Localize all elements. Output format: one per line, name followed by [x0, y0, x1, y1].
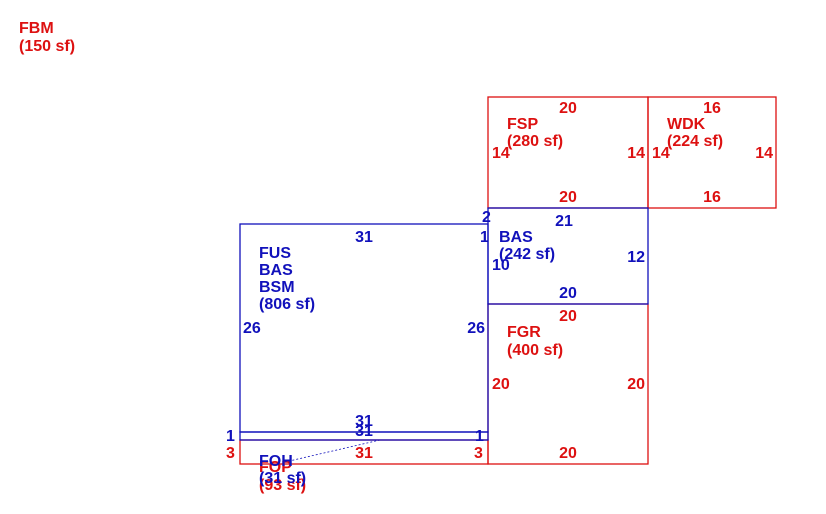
- fgr-right-dimension: 20: [627, 376, 645, 393]
- bas-area: BAS (242 sf) 21 20 10 12 2 1: [480, 207, 649, 305]
- bas-corner-top-dimension: 2: [482, 209, 491, 226]
- fsp-top-dimension: 20: [559, 100, 577, 117]
- fgr-top-dimension: 20: [559, 308, 577, 325]
- fgr-code-label: FGR: [507, 324, 541, 341]
- bas-area-label: (242 sf): [499, 246, 555, 263]
- fsp-right-dimension: 14: [627, 145, 645, 162]
- bas-left-dimension: 10: [492, 257, 510, 274]
- fop-code-label: FOP: [259, 459, 292, 476]
- fop-top-dimension: 31: [355, 445, 373, 462]
- fop-area: 31 3 3 FOP (93 sf): [226, 439, 489, 494]
- main-code-bsm: BSM: [259, 279, 295, 296]
- fbm-code-label: FBM: [19, 20, 54, 37]
- wdk-top-dimension: 16: [703, 100, 721, 117]
- bas-top-dimension: 21: [555, 213, 573, 230]
- main-area: FUS BAS BSM (806 sf) 31 31 26 26: [239, 223, 489, 433]
- fsp-left-dimension: 14: [492, 145, 510, 162]
- fgr-area-label: (400 sf): [507, 342, 563, 359]
- fop-left-dimension: 3: [226, 445, 235, 462]
- main-right-dimension: 26: [467, 320, 485, 337]
- main-code-bas: BAS: [259, 262, 293, 279]
- foh-leader-line: [284, 439, 381, 463]
- fgr-bottom-dimension: 20: [559, 445, 577, 462]
- bas-outline: [487, 207, 649, 305]
- foh-outline: [239, 431, 489, 441]
- fbm-area-label: (150 sf): [19, 38, 75, 55]
- bas-right-dimension: 12: [627, 249, 645, 266]
- fgr-area: FGR (400 sf) 20 20 20 20: [487, 303, 649, 465]
- fsp-code-label: FSP: [507, 116, 538, 133]
- wdk-right-dimension: 14: [755, 145, 773, 162]
- main-code-fus: FUS: [259, 245, 291, 262]
- wdk-area-label: (224 sf): [667, 133, 723, 150]
- wdk-area: WDK (224 sf) 16 16 14 14: [647, 96, 777, 209]
- wdk-left-dimension: 14: [652, 145, 670, 162]
- wdk-code-label: WDK: [667, 116, 706, 133]
- foh-area: 31 1 1 FOH (31 sf): [226, 423, 489, 487]
- bas-bottom-dimension: 20: [559, 285, 577, 302]
- fop-area-label: (93 sf): [259, 477, 306, 494]
- foh-right-dimension: 1: [475, 428, 484, 445]
- wdk-outline: [647, 96, 777, 209]
- foh-top-dimension: 31: [355, 423, 373, 440]
- foh-code-label: FOH: [259, 453, 293, 470]
- wdk-bottom-dimension: 16: [703, 189, 721, 206]
- fsp-bottom-dimension: 20: [559, 189, 577, 206]
- fsp-area-label: (280 sf): [507, 133, 563, 150]
- bas-corner-side-dimension: 1: [480, 229, 489, 246]
- bas-code-label: BAS: [499, 229, 533, 246]
- fsp-area: FSP (280 sf) 20 20 14 14: [487, 96, 649, 209]
- foh-area-label: (31 sf): [259, 470, 306, 487]
- main-left-dimension: 26: [243, 320, 261, 337]
- foh-left-dimension: 1: [226, 428, 235, 445]
- fop-right-dimension: 3: [474, 445, 483, 462]
- fbm-area: FBM (150 sf): [19, 20, 75, 55]
- fgr-left-dimension: 20: [492, 376, 510, 393]
- main-area-label: (806 sf): [259, 296, 315, 313]
- main-top-dimension: 31: [355, 229, 373, 246]
- main-bottom-dimension: 31: [355, 413, 373, 430]
